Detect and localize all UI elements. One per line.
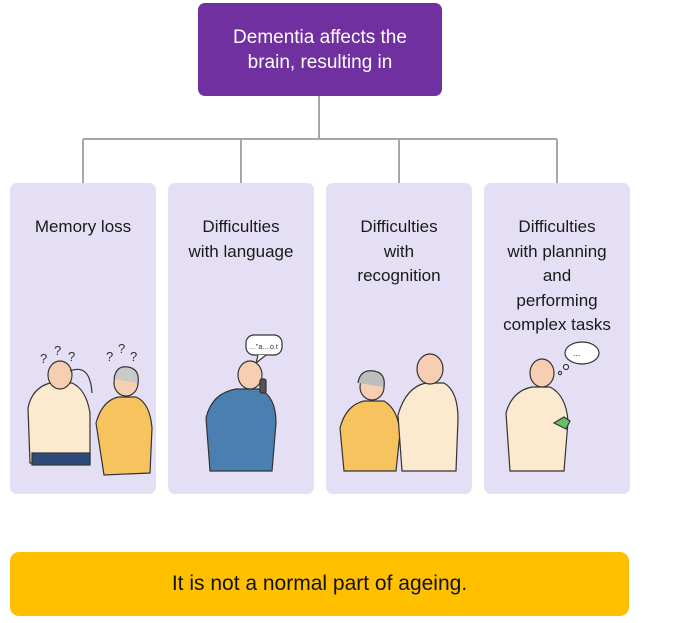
question-mark: ? [40,351,47,366]
card-recognition: Difficulties with recognition [326,183,472,494]
speech-bubble-text: ..."a....o.t [250,344,278,351]
card-label: Memory loss [14,215,152,240]
card-label-line: and [542,266,572,285]
old-woman-figure [339,370,401,472]
couple-holding-hands-illustration [339,353,459,472]
card-label-line: complex tasks [503,315,611,334]
old-man-figure [505,358,571,472]
root-node: Dementia affects the brain, resulting in [198,3,442,96]
connector-lines [82,96,558,183]
card-label: Difficulties with recognition [330,215,468,289]
question-mark: ? [106,349,113,364]
card-label-line: Difficulties [360,217,438,236]
card-label: Difficulties with planning and performin… [488,215,626,338]
question-mark: ? [130,349,137,364]
card-label: Difficulties with language [172,215,310,264]
speech-bubble: ..."a....o.t [245,334,283,365]
thought-bubble: ... [557,341,600,376]
root-line-1: Dementia affects the [233,26,407,48]
card-language: Difficulties with language ..."a....o.t [168,183,314,494]
question-mark: ? [118,341,125,356]
banner-text: It is not a normal part of ageing. [171,572,468,595]
conclusion-banner: It is not a normal part of ageing. [10,552,629,616]
card-label-line: with [383,241,415,261]
card-label-line: with language [188,241,294,261]
old-man-figure [397,353,459,472]
old-woman-figure [95,366,153,476]
card-planning: Difficulties with planning and performin… [484,183,630,494]
card-label-line: recognition [357,266,441,285]
card-label-line: Difficulties [518,217,596,236]
confused-couple-illustration: ? ? ? ? ? ? [27,341,153,476]
root-line-2: brain, resulting in [247,51,393,73]
card-label-line: Memory loss [34,217,132,236]
card-label-line: performing [516,290,598,310]
question-mark: ? [54,343,61,358]
question-mark: ? [68,349,75,364]
card-label-line: with planning [507,241,607,261]
old-man-figure [27,360,93,466]
phone-call-man-illustration: ..."a....o.t [205,334,283,472]
old-man-on-phone [205,360,277,472]
card-memory-loss: Memory loss ? ? ? ? ? ? [10,183,156,494]
thinking-man-illustration: ... [505,341,600,472]
thought-bubble-text: ... [573,348,581,358]
card-label-line: Difficulties [202,217,280,236]
